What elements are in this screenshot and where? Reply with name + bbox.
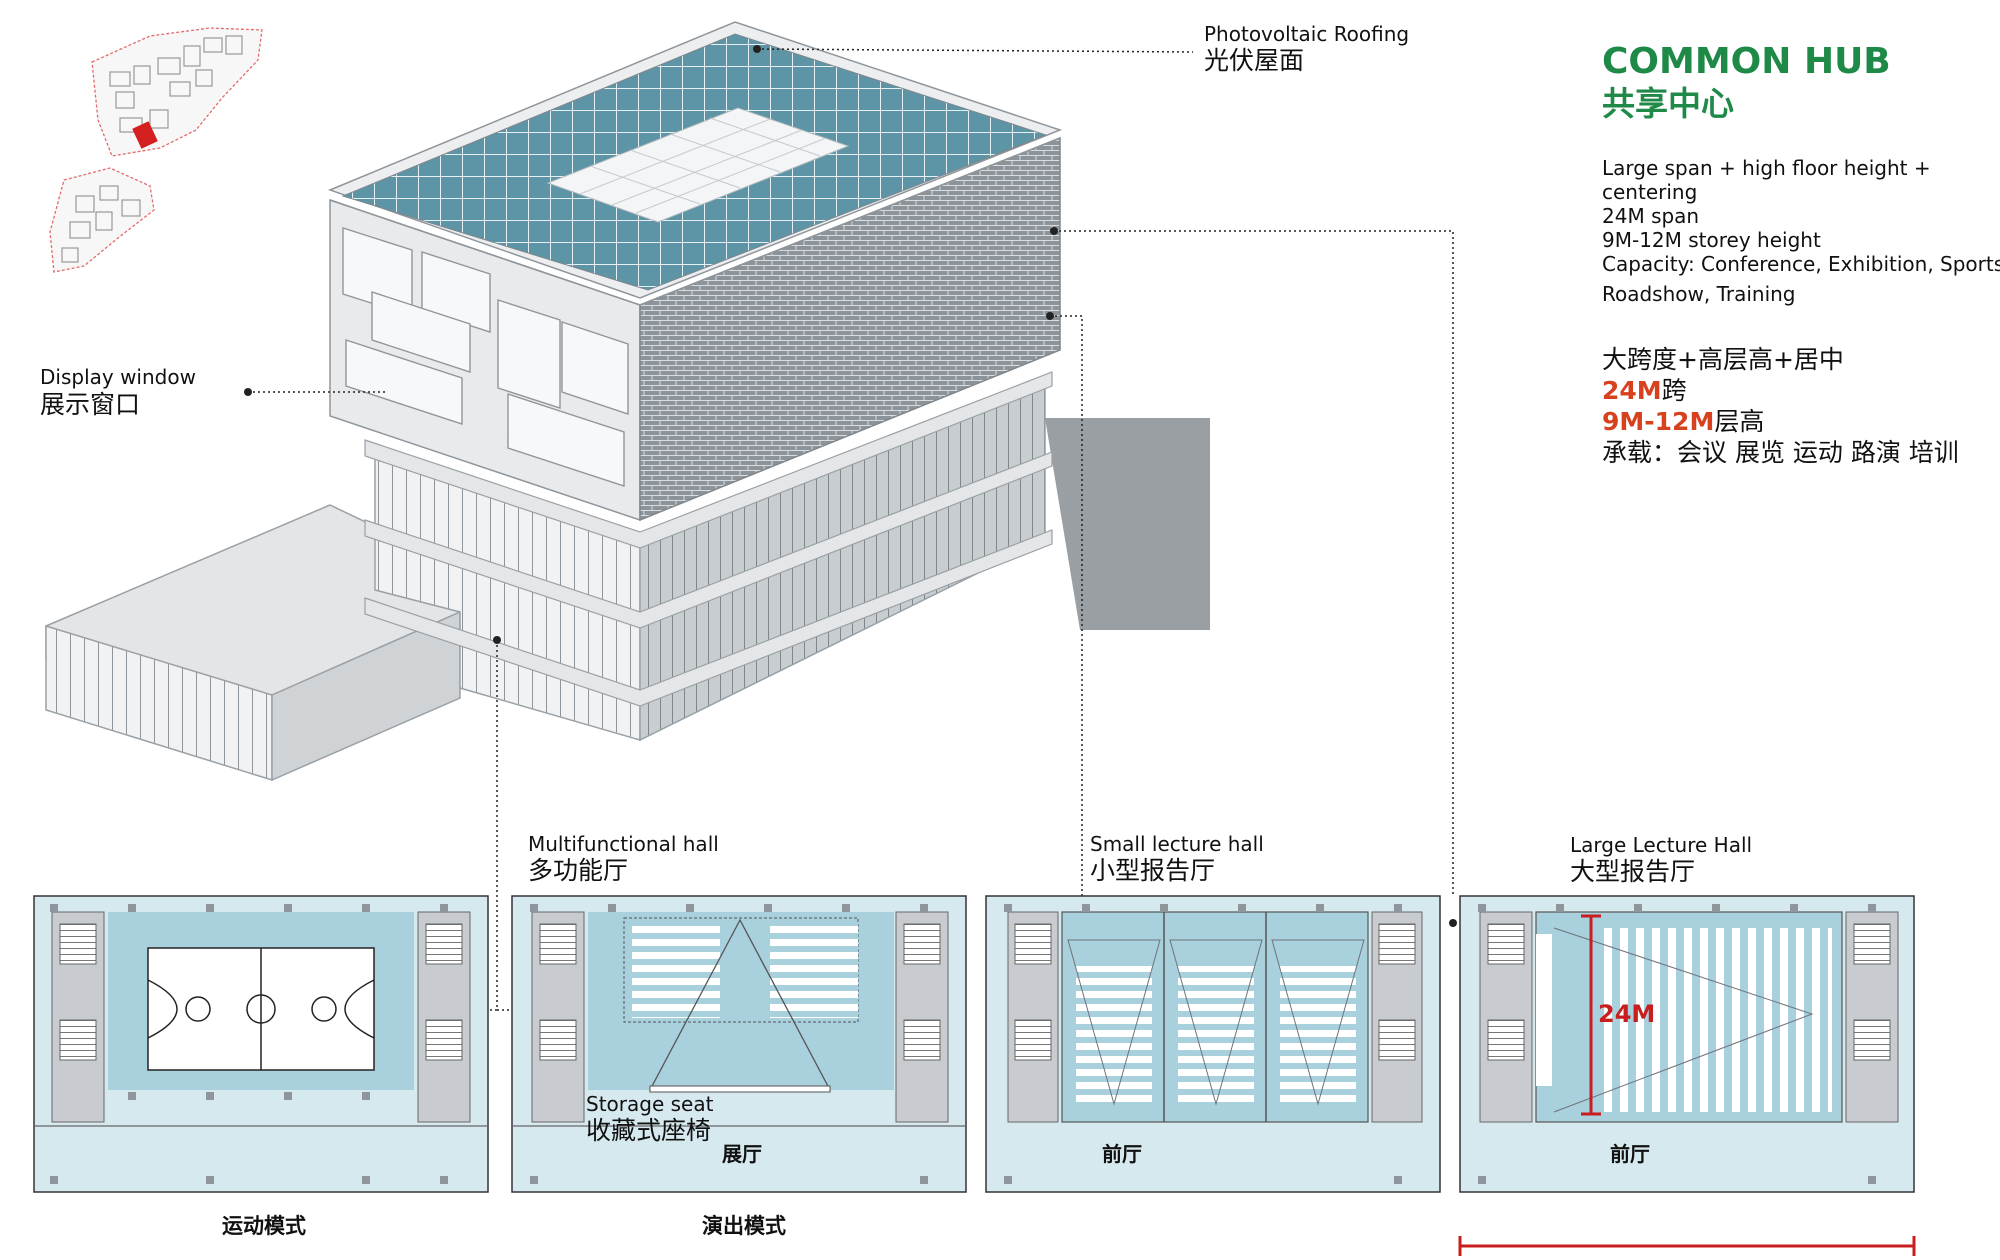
span-marker-label: 24M [1598,1000,1656,1028]
label-multifunctional-en: Multifunctional hall [528,832,719,856]
structural-columns [50,904,448,1184]
height-unit: 层高 [1714,407,1765,436]
isometric-building [45,21,1210,782]
seating-block [1600,928,1832,1112]
description-line: 9M-12M storey height [1602,228,1821,252]
range-bar [1458,1236,1916,1256]
caption-sport-mode: 运动模式 [222,1214,306,1238]
label-roof-cn: 光伏屋面 [1204,46,1305,75]
storage-seat-block [770,922,858,1018]
plan4-room-label: 前厅 [1610,1142,1650,1166]
seating-block [1076,966,1152,1104]
floor-slab [364,529,1053,707]
description-line: Large span + high floor height + [1602,156,1931,180]
description-cn: 大跨度+高层高+居中 24M跨 9M-12M层高 承载：会议 展览 运动 路演 … [1602,344,1959,468]
label-small-hall-en: Small lecture hall [1090,832,1264,856]
roof-skylight [546,107,850,223]
label-multifunctional-cn: 多功能厅 [528,856,629,885]
span-dimension-marker [1581,914,1601,1116]
skylight-grid [579,117,827,214]
building-shadow [1045,418,1210,630]
label-storage-seat-en: Storage seat [586,1092,714,1116]
stage-platform [1536,934,1552,1086]
floor-plan-performance-mode [511,895,967,1193]
site-highlight-marker [132,121,158,149]
description-cn-line: 大跨度+高层高+居中 [1602,345,1844,374]
seating-block [1178,966,1254,1104]
page-title-cn: 共享中心 [1602,84,1734,123]
description-line: 24M span [1602,204,1700,228]
label-window-cn: 展示窗口 [40,390,141,419]
span-line: 24M跨 [1602,375,1959,406]
label-window-en: Display window [40,365,196,389]
floor-plan-large-lecture-hall [1459,895,1915,1193]
storage-seat-block [632,922,720,1018]
floor-plan-sport-mode [33,895,489,1193]
structural-columns [1478,904,1876,1184]
page-title: COMMON HUB [1602,41,1891,82]
floor-slab [364,371,1053,549]
label-storage-seat-cn: 收藏式座椅 [586,1116,712,1145]
basketball-court [147,947,375,1071]
label-large-hall-cn: 大型报告厅 [1570,857,1696,886]
label-roof-en: Photovoltaic Roofing [1204,22,1410,46]
structural-columns [1004,904,1402,1184]
label-large-hall-en: Large Lecture Hall [1570,833,1753,857]
span-value: 24M [1602,376,1662,405]
capacity-line: 承载：会议 展览 运动 路演 培训 [1602,438,1959,467]
display-window-panels [342,227,629,487]
structural-columns [530,904,928,1184]
description-en: Large span + high floor height + centeri… [1602,156,2000,306]
plan3-room-label: 前厅 [1102,1142,1142,1166]
span-unit: 跨 [1661,376,1687,405]
floor-slab [364,451,1053,629]
description-line: Capacity: Conference, Exhibition, Sports… [1602,252,2000,276]
site-key-plan [49,27,263,273]
plan2-room-label: 展厅 [722,1142,762,1166]
seating-block [1280,966,1356,1104]
floor-plan-small-lecture-hall [985,895,1441,1193]
caption-performance-mode: 演出模式 [702,1214,786,1238]
height-value: 9M-12M [1602,407,1715,436]
description-line: centering [1602,180,1698,204]
label-small-hall-cn: 小型报告厅 [1090,856,1216,885]
podium-side-facade [271,610,461,782]
height-line: 9M-12M层高 [1602,406,1959,437]
description-line: Roadshow, Training [1602,282,1796,306]
